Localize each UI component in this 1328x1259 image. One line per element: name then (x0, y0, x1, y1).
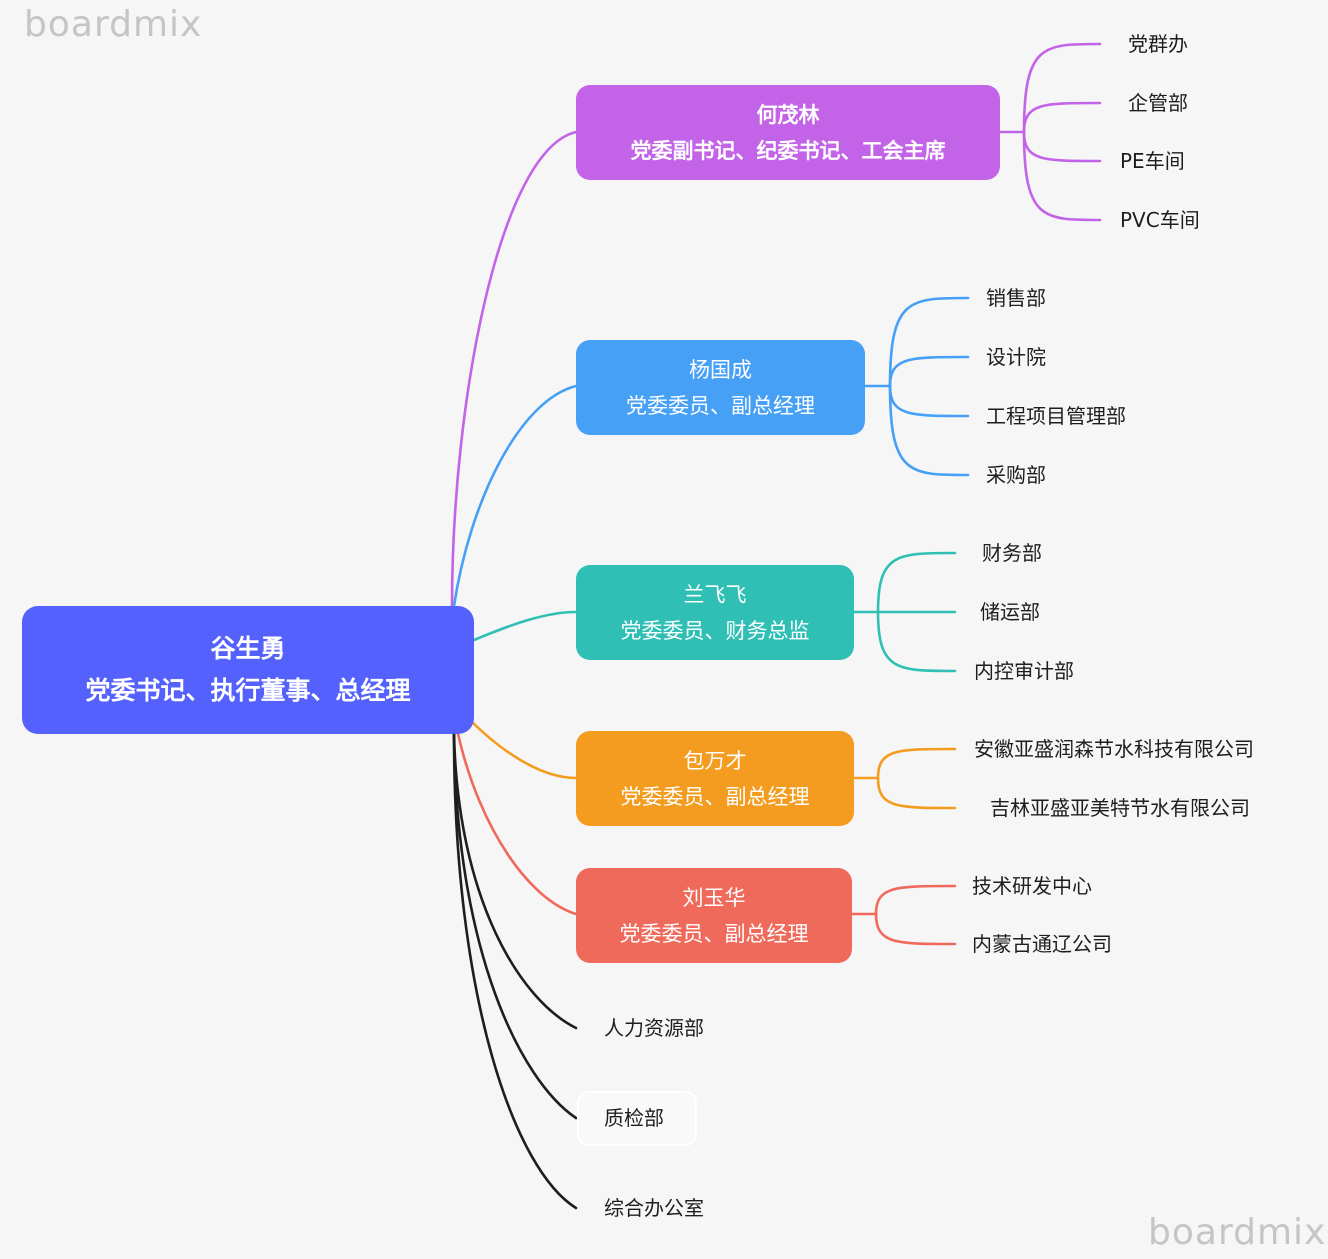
root-branch-connector (472, 610, 578, 642)
leaf-connector (876, 776, 957, 810)
branch-title: 党委委员、副总经理 (626, 393, 815, 418)
leaf-node[interactable]: 吉林亚盛亚美特节水有限公司 (990, 796, 1250, 820)
branch-name: 包万才 (683, 748, 747, 773)
leaf-node[interactable]: 采购部 (986, 463, 1046, 487)
watermark-top: boardmix (24, 4, 203, 45)
leaf-connector (888, 355, 970, 388)
direct-department-connector (452, 732, 578, 1210)
leaf-node[interactable]: 储运部 (980, 600, 1040, 624)
leaf-connector (888, 384, 970, 418)
leaf-connector (874, 884, 957, 916)
leaf-connector (876, 551, 957, 614)
branch-node-he-maolin[interactable]: 何茂林 党委副书记、纪委书记、工会主席 (576, 85, 1000, 180)
leaf-node[interactable]: 工程项目管理部 (986, 404, 1126, 428)
leaf-node[interactable]: 内控审计部 (974, 659, 1074, 683)
leaf-node[interactable]: 销售部 (986, 286, 1046, 310)
leaf-node[interactable]: 设计院 (986, 345, 1046, 369)
leaf-connector (888, 384, 970, 477)
root-branch-connector (468, 718, 578, 780)
leaf-connector (888, 296, 970, 388)
leaf-node[interactable]: PVC车间 (1120, 208, 1200, 232)
branch-name: 兰飞飞 (683, 582, 747, 607)
root-name: 谷生勇 (210, 634, 286, 663)
branch-name: 刘玉华 (682, 885, 746, 910)
branch-title: 党委副书记、纪委书记、工会主席 (630, 138, 946, 163)
branch-node-liu-yuhua[interactable]: 刘玉华 党委委员、副总经理 (576, 868, 852, 963)
leaf-connector (1022, 130, 1102, 222)
root-branch-connector (456, 732, 578, 916)
leaf-connector (1022, 101, 1102, 134)
leaf-connector (1022, 130, 1102, 163)
branch-name: 杨国成 (689, 357, 752, 382)
direct-department-node[interactable]: 人力资源部 (604, 1016, 704, 1040)
branch-title: 党委委员、财务总监 (620, 618, 810, 643)
leaf-node[interactable]: 内蒙古通辽公司 (972, 932, 1112, 956)
branch-node-bao-wancai[interactable]: 包万才 党委委员、副总经理 (576, 731, 854, 826)
direct-department-connector (452, 732, 578, 1030)
leaf-node[interactable]: 企管部 (1128, 91, 1188, 115)
leaf-node[interactable]: 财务部 (982, 541, 1042, 565)
root-title: 党委书记、执行董事、总经理 (85, 676, 411, 705)
branch-title: 党委委员、副总经理 (620, 784, 810, 809)
leaf-connector (876, 747, 957, 780)
leaf-connector (876, 610, 957, 673)
leaf-connector (874, 912, 957, 946)
watermark-bottom: boardmix (1148, 1212, 1327, 1253)
leaf-node[interactable]: 安徽亚盛润森节水科技有限公司 (974, 737, 1254, 761)
root-branch-connector (452, 384, 578, 608)
branch-title: 党委委员、副总经理 (619, 921, 809, 946)
root-node[interactable]: 谷生勇 党委书记、执行董事、总经理 (22, 606, 474, 734)
leaf-connector (1022, 42, 1102, 134)
branch-node-lan-feifei[interactable]: 兰飞飞 党委委员、财务总监 (576, 565, 854, 660)
branch-node-yang-guocheng[interactable]: 杨国成 党委委员、副总经理 (576, 340, 865, 435)
selected-node-frame[interactable] (577, 1091, 697, 1146)
direct-department-node[interactable]: 质检部 (604, 1106, 664, 1130)
root-branch-connector (450, 130, 578, 608)
direct-department-connector (452, 732, 578, 1120)
leaf-node[interactable]: 技术研发中心 (972, 874, 1092, 898)
leaf-node[interactable]: PE车间 (1120, 149, 1185, 173)
direct-department-node[interactable]: 综合办公室 (604, 1196, 704, 1220)
leaf-node[interactable]: 党群办 (1128, 32, 1188, 56)
branch-name: 何茂林 (756, 102, 820, 127)
